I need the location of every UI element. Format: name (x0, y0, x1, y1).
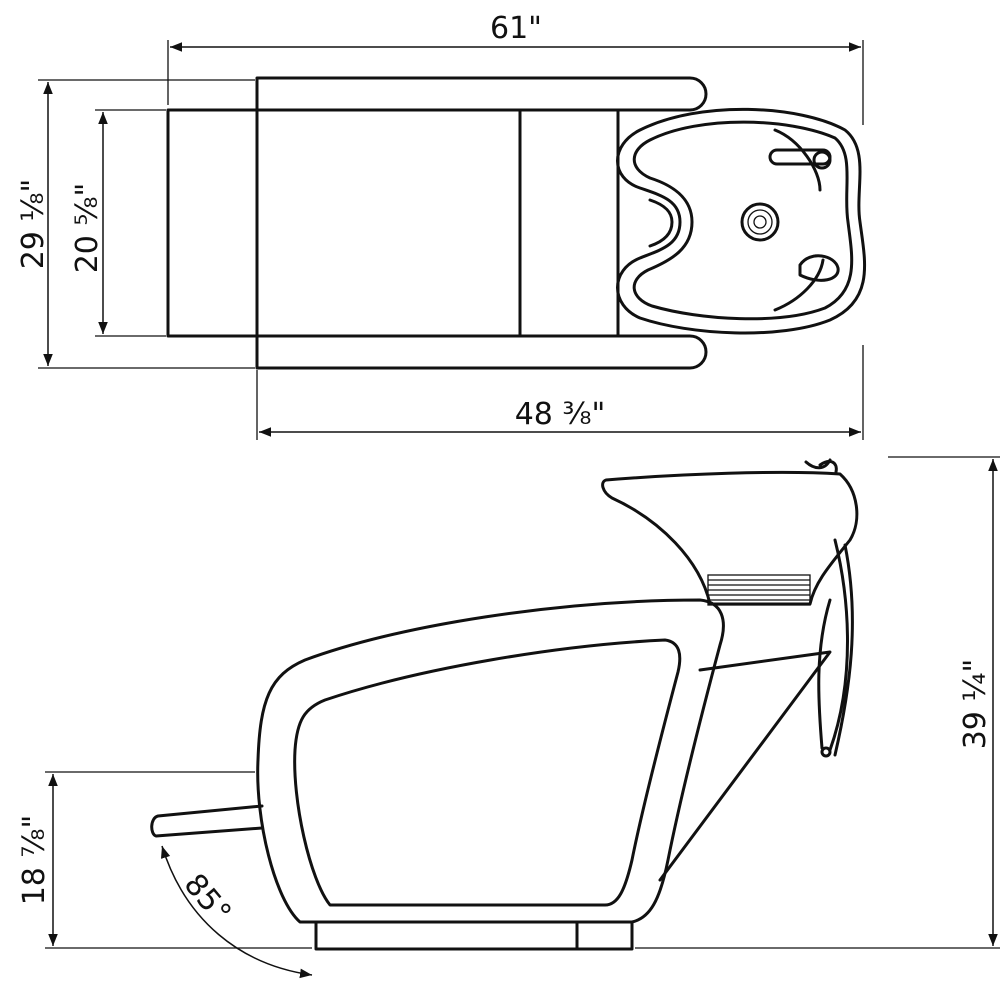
overall-width-label: 29 ⅛" (16, 179, 51, 270)
chair-length-label: 48 ⅜" (515, 397, 606, 432)
bottom-armrest (255, 334, 708, 370)
footrest (150, 804, 264, 838)
seat-height-label: 18 ⅞" (17, 815, 52, 906)
side-view: 39 ¼" 18 ⅞" 85° (17, 456, 1000, 979)
recline-angle-label: 85° (177, 867, 238, 930)
dimension-61 (167, 40, 864, 125)
dimension-48 (256, 345, 864, 440)
seat-top (166, 108, 652, 338)
base (314, 920, 634, 951)
dimension-18 (45, 771, 312, 949)
dimension-29 (38, 79, 255, 369)
top-view: 61" 29 ⅛" 20 ⅝" 48 ⅜" (16, 11, 867, 440)
chair-body (256, 598, 832, 924)
bowl-top (616, 107, 867, 335)
dimension-39 (635, 456, 1000, 949)
dimension-20 (95, 109, 166, 337)
overall-height-label: 39 ¼" (958, 659, 993, 750)
overall-length-label: 61" (490, 11, 542, 46)
angle-arc (160, 845, 313, 979)
bowl-side (601, 458, 859, 758)
seat-width-label: 20 ⅝" (70, 183, 105, 274)
top-armrest (255, 76, 708, 112)
